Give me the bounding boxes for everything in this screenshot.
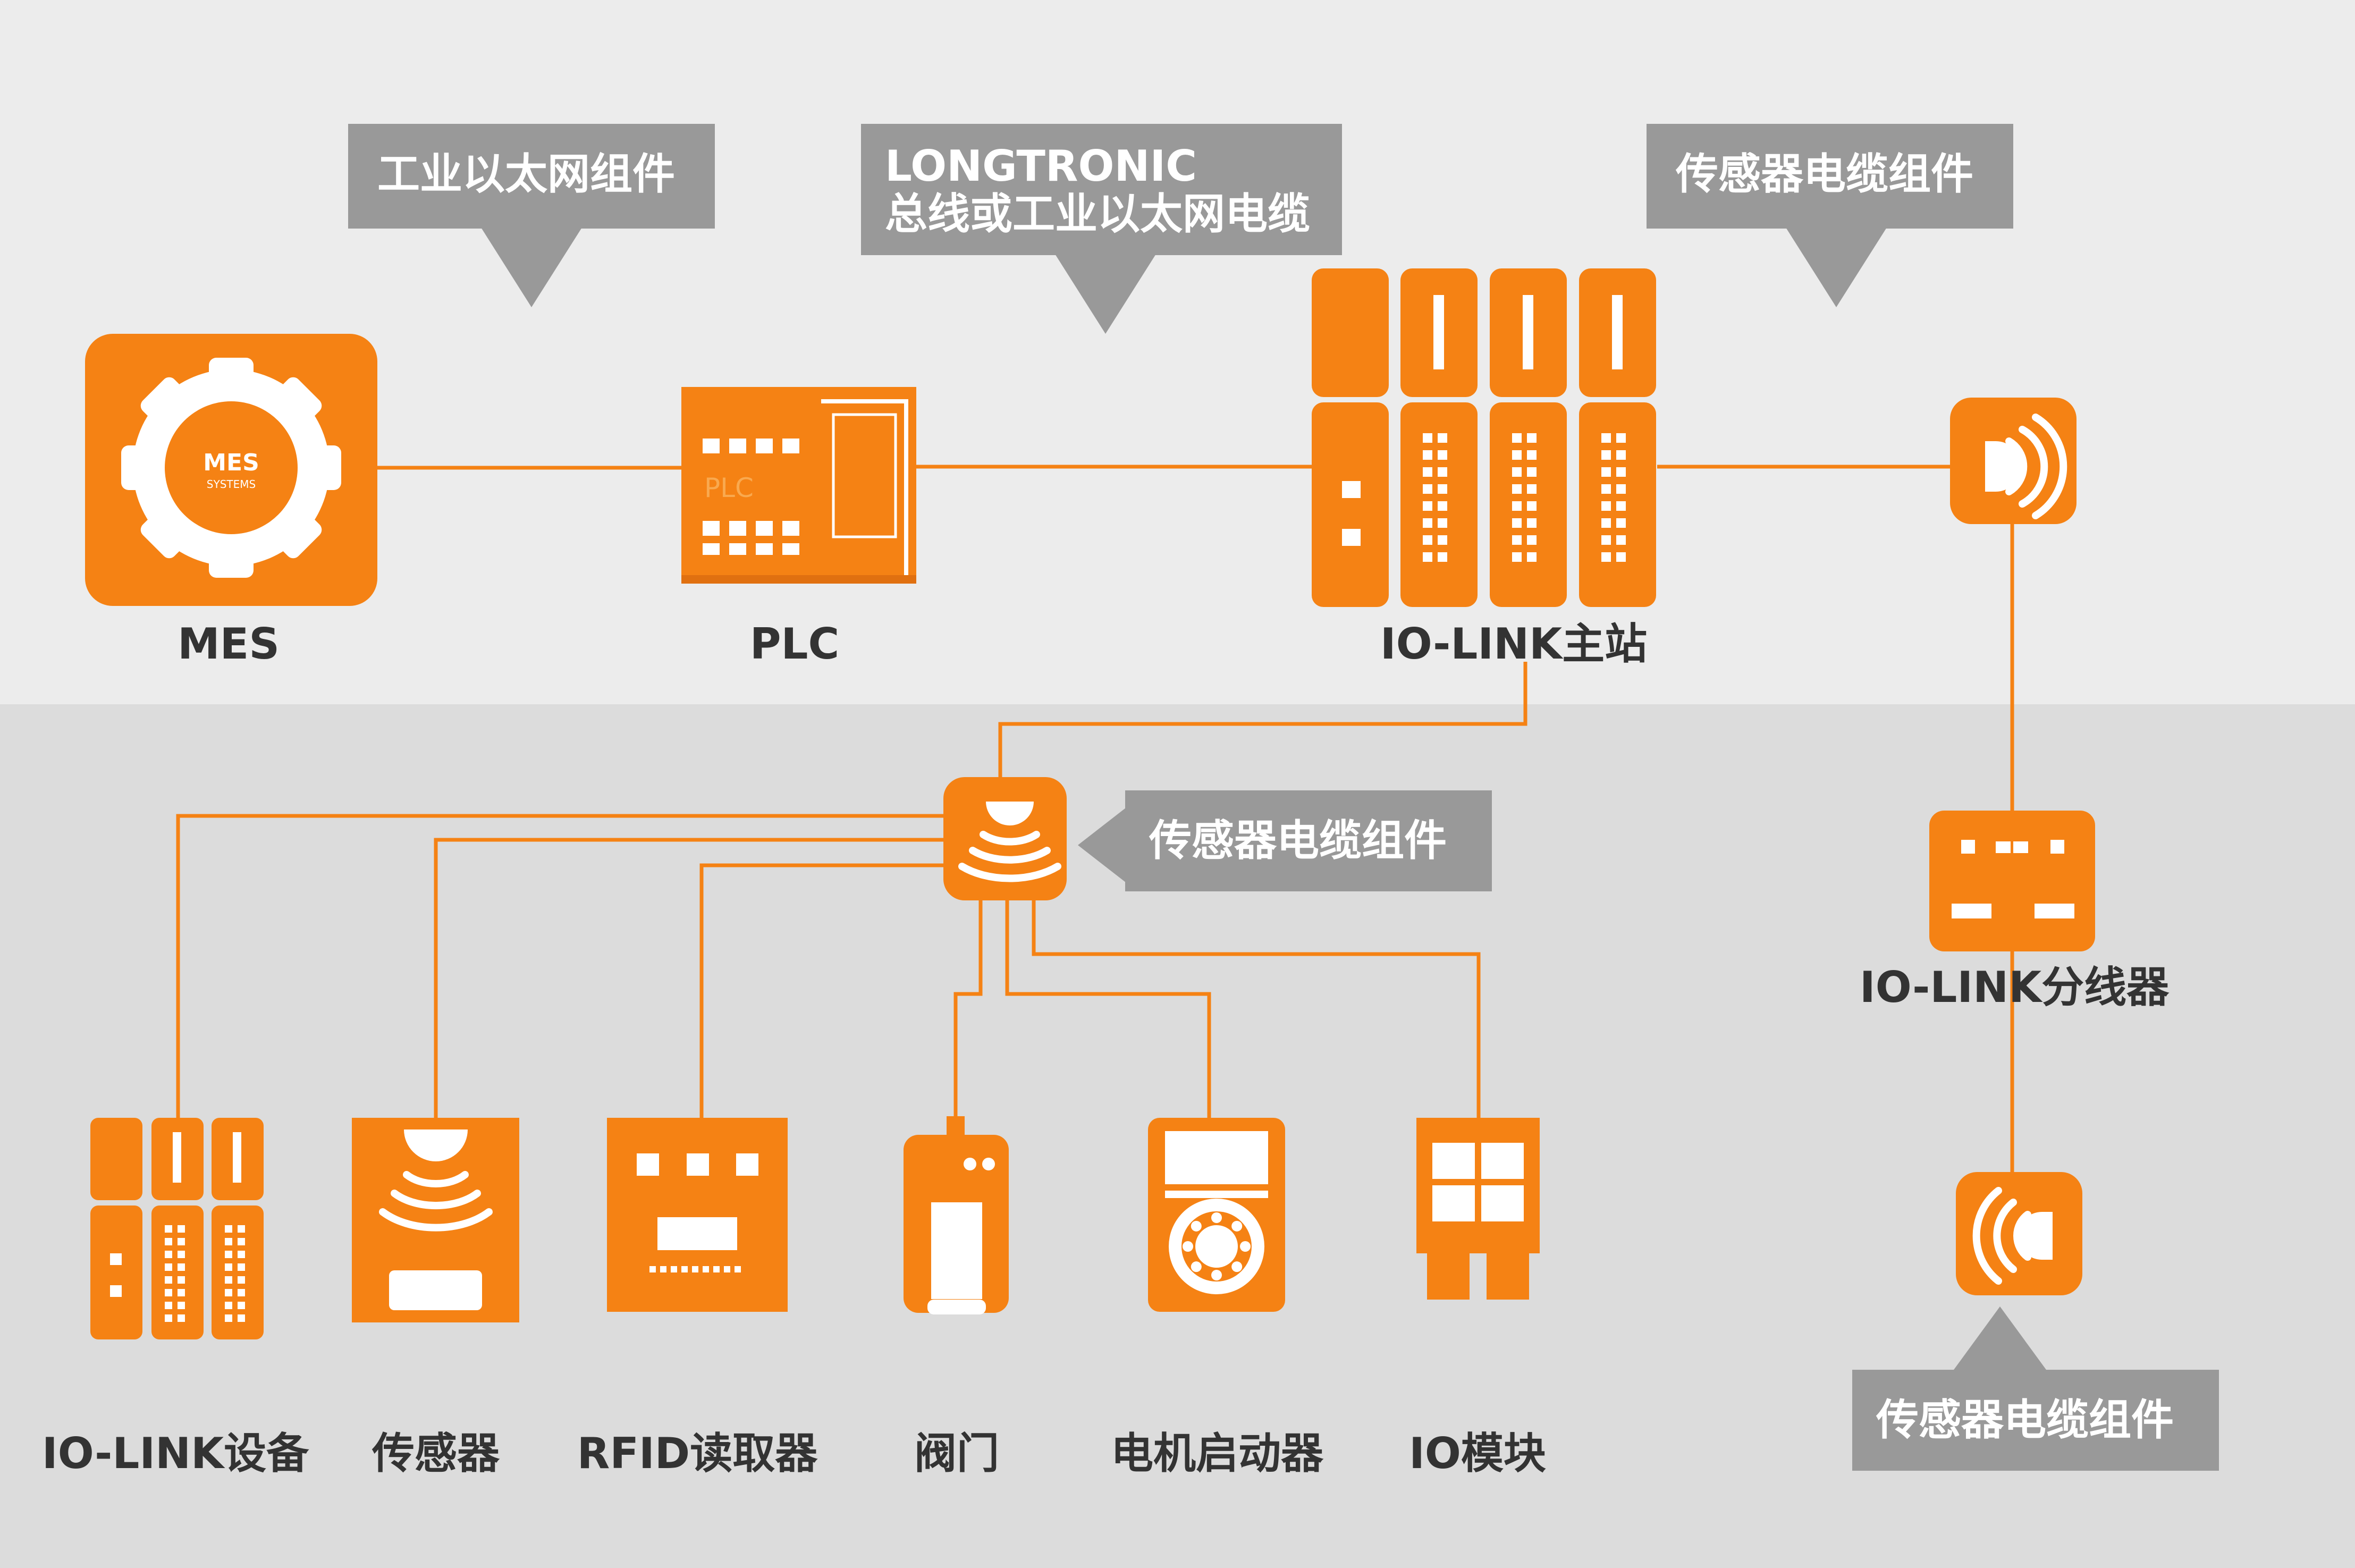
plc-node: PLC	[681, 387, 916, 584]
mes-icon-text: MES	[203, 449, 259, 476]
plc-label: PLC	[749, 619, 840, 669]
callout-industrial-ethernet-text: 工业以太网组件	[377, 149, 675, 199]
io-link-master-node	[1312, 268, 1656, 607]
sensor-icon	[352, 1118, 519, 1322]
callout-sensor-cable-bottom: 传感器电缆组件	[1852, 1370, 2219, 1471]
rfid-reader-label: RFID读取器	[577, 1429, 818, 1478]
callout-industrial-ethernet-pointer	[481, 227, 582, 307]
callout-industrial-ethernet: 工业以太网组件	[348, 124, 715, 229]
mes-label: MES	[178, 619, 280, 669]
callout-sensor-cable-top-text: 传感器电缆组件	[1676, 149, 1973, 199]
io-link-splitter-node	[1929, 811, 2095, 951]
line-hub-io-link-device	[176, 814, 943, 1118]
line-master-hub	[998, 662, 1527, 779]
valve-icon	[904, 1116, 1009, 1314]
connection-lines	[176, 465, 2014, 1172]
mes-node: MES SYSTEMS	[85, 334, 377, 606]
line-hub-sensor	[434, 838, 943, 1118]
sensor-hub-connector	[943, 777, 1067, 900]
io-link-device-icon	[90, 1118, 264, 1339]
sensor-connector-top	[1950, 398, 2077, 524]
plc-icon-text: PLC	[704, 473, 754, 503]
callout-sensor-cable-top-pointer	[1786, 227, 1887, 307]
line-hub-motor-starter	[1005, 898, 1211, 1118]
io-link-device-label: IO-LINK设备	[41, 1429, 309, 1478]
callout-longtronic-line2: 总线或工业以太网电缆	[885, 189, 1310, 239]
top-zone-background	[0, 0, 2355, 704]
callout-sensor-cable-mid: 传感器电缆组件	[1125, 790, 1492, 891]
master-module-1	[1312, 268, 1389, 607]
sensor-label: 传感器	[372, 1429, 500, 1478]
gear-icon	[121, 358, 341, 578]
master-led-columns	[1423, 433, 1626, 562]
mes-icon-subtext: SYSTEMS	[207, 478, 256, 491]
callout-longtronic-line1: LONGTRONIC	[885, 141, 1197, 191]
line-hub-rfid	[699, 863, 943, 1118]
line-hub-valve	[953, 898, 983, 1116]
callout-sensor-cable-mid-text: 传感器电缆组件	[1149, 816, 1447, 865]
io-link-splitter-label: IO-LINK分线器	[1859, 963, 2170, 1012]
callout-sensor-cable-bottom-text: 传感器电缆组件	[1876, 1395, 2174, 1445]
callout-sensor-cable-mid-pointer	[1078, 808, 1126, 882]
callout-longtronic: LONGTRONIC 总线或工业以太网电缆	[861, 124, 1342, 255]
io-module-label: IO模块	[1409, 1429, 1546, 1478]
callout-sensor-cable-bottom-pointer	[1949, 1306, 2050, 1376]
valve-label: 阀门	[914, 1429, 999, 1478]
io-module-icon	[1416, 1118, 1540, 1300]
motor-starter-label: 电机启动器	[1111, 1429, 1323, 1478]
callout-longtronic-pointer	[1055, 254, 1156, 334]
plc-top-ports	[703, 439, 799, 453]
motor-starter-icon	[1148, 1118, 1285, 1312]
sensor-connector-bottom	[1956, 1172, 2082, 1295]
line-hub-io-module	[1032, 898, 1481, 1118]
io-link-master-label: IO-LINK主站	[1380, 619, 1648, 669]
plc-bottom-ports	[703, 521, 799, 555]
callout-sensor-cable-top: 传感器电缆组件	[1647, 124, 2013, 229]
rfid-reader-icon	[607, 1118, 788, 1312]
